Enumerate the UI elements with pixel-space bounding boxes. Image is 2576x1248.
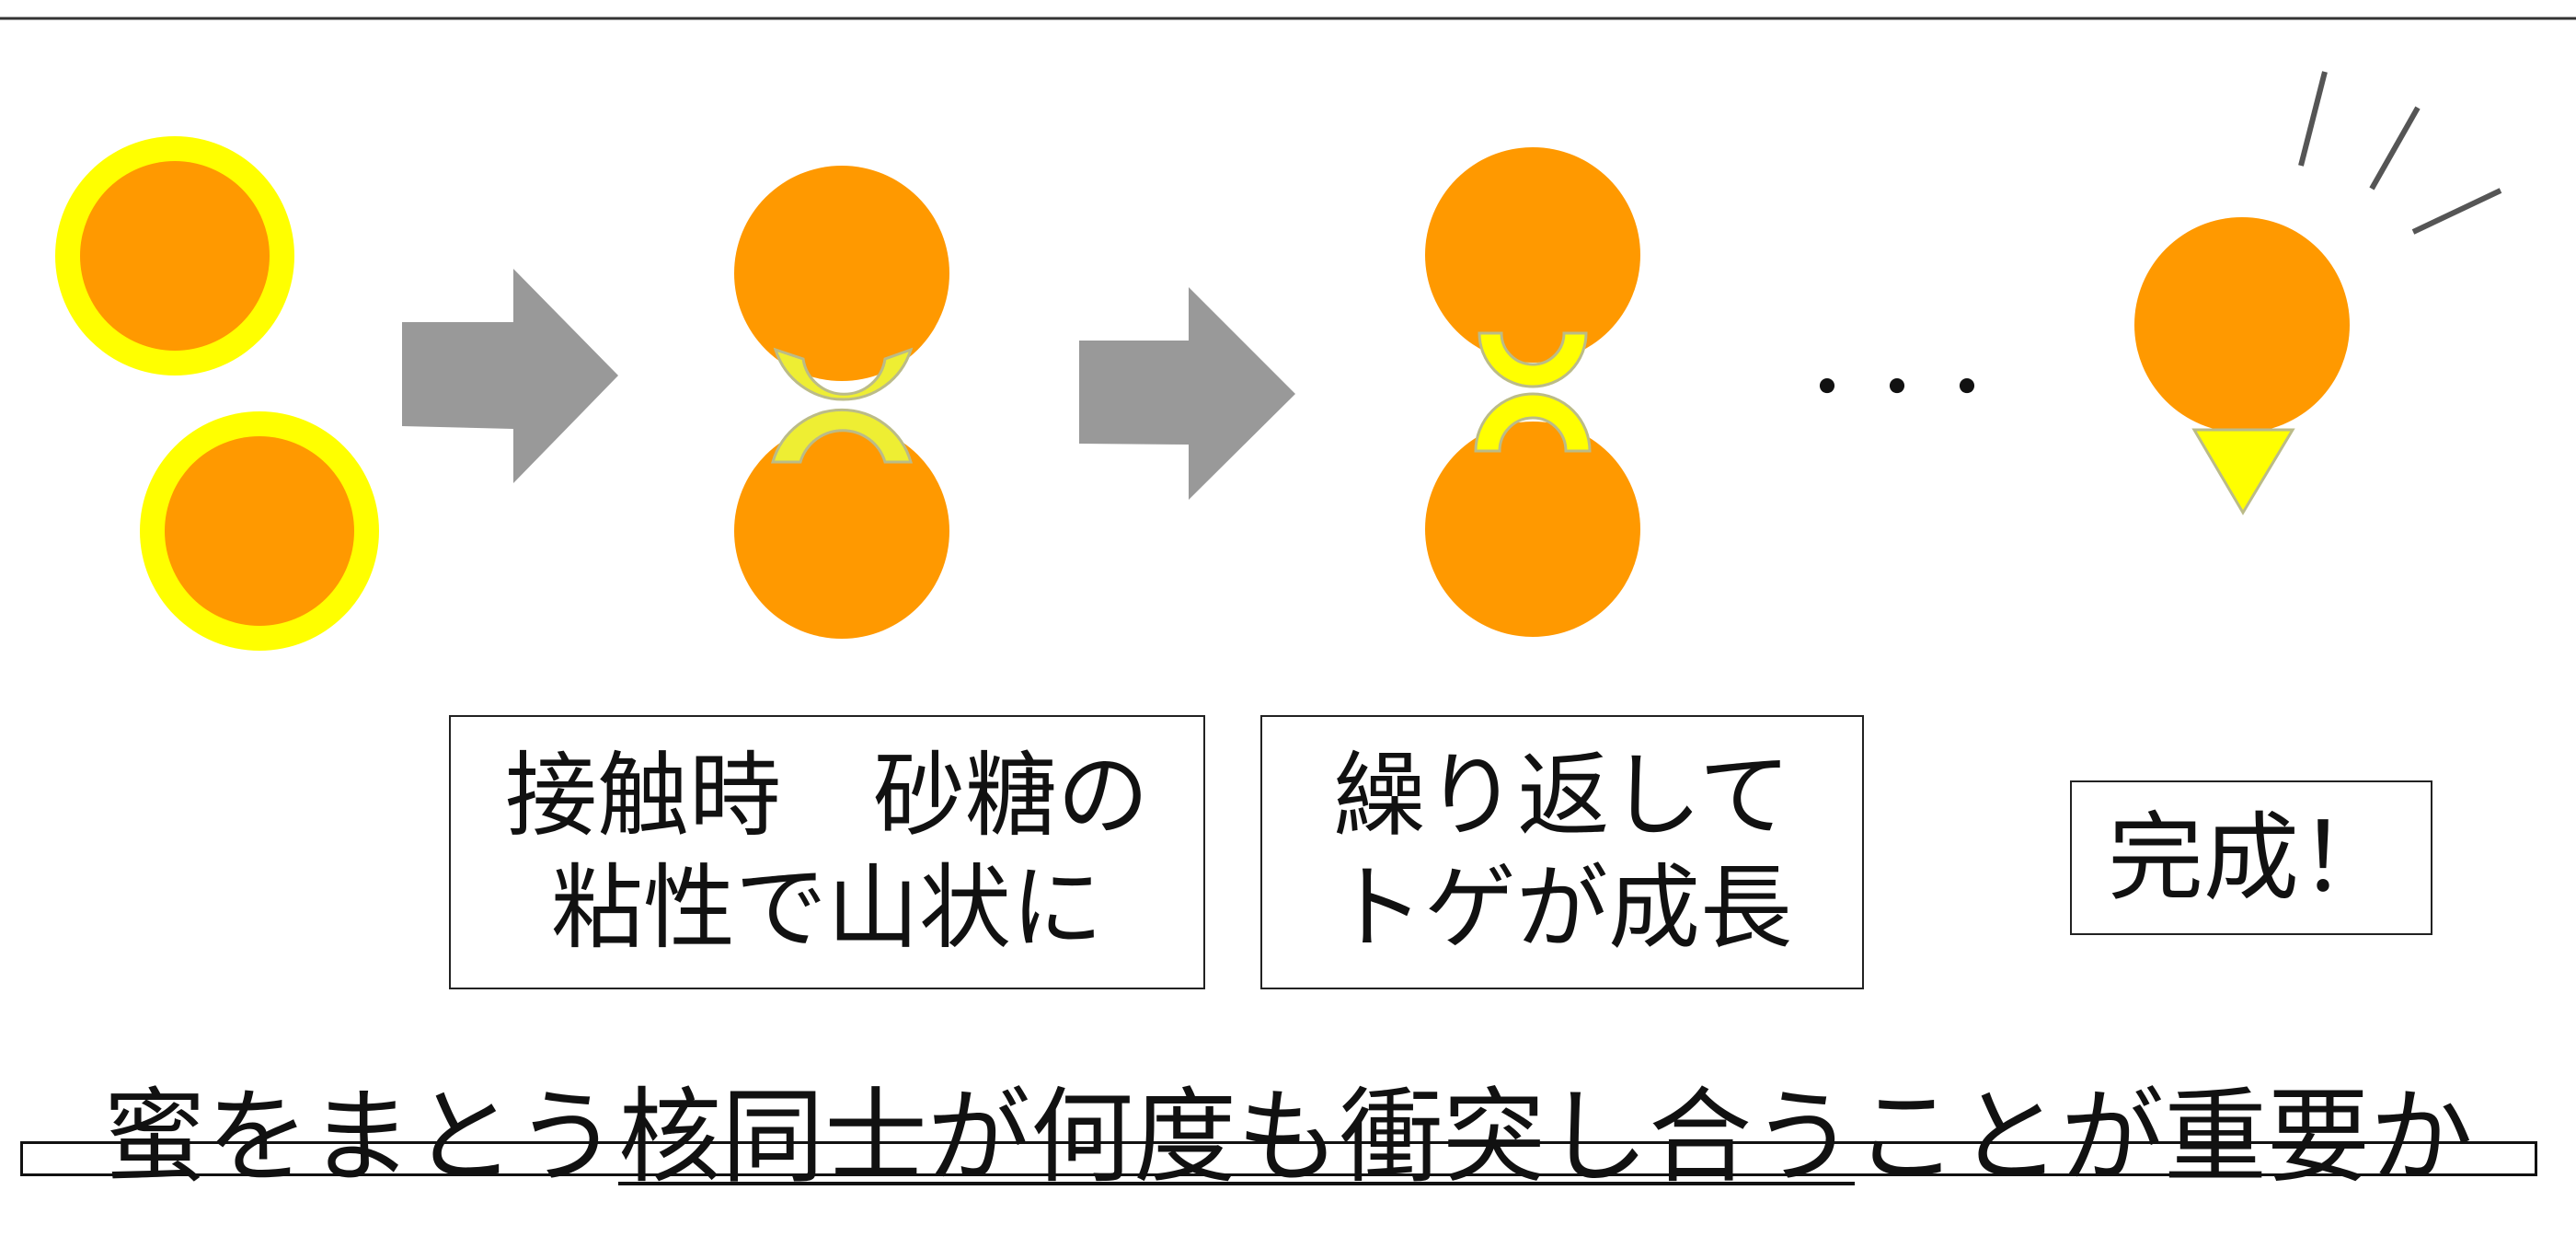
shine-ray-2 bbox=[2369, 106, 2421, 191]
core-top bbox=[734, 166, 949, 381]
caption-done-label: 完成！ bbox=[2107, 801, 2395, 914]
sugar-peak-upper bbox=[773, 347, 914, 401]
conclusion-after: ことが重要か bbox=[1855, 1078, 2473, 1197]
ellipsis: ・・・ bbox=[1792, 347, 2002, 429]
caption-done: 完成！ bbox=[2070, 780, 2432, 935]
caption-contact: 接触時 砂糖の 粘性で山状に bbox=[449, 715, 1205, 989]
stage-repeat bbox=[1425, 147, 1640, 637]
core-final bbox=[2134, 217, 2350, 433]
caption-repeat-line2: トゲが成長 bbox=[1332, 854, 1792, 962]
core-bottom-2 bbox=[1425, 422, 1640, 637]
core-lower bbox=[165, 436, 354, 626]
conclusion-text: 蜜をまとう核同士が何度も衝突し合うことが重要か bbox=[0, 1079, 2576, 1197]
sugar-peak-lower bbox=[771, 408, 913, 464]
stage-coated-cores bbox=[55, 136, 379, 651]
conclusion-frame bbox=[20, 1141, 2537, 1176]
stage-contact bbox=[734, 166, 949, 639]
spike-final bbox=[2191, 428, 2295, 515]
shine-ray-1 bbox=[2298, 71, 2328, 167]
arrow-1 bbox=[402, 269, 618, 483]
caption-repeat-line1: 繰り返して bbox=[1333, 742, 1791, 849]
spike-lower bbox=[1474, 392, 1592, 453]
arrow-2 bbox=[1079, 287, 1295, 500]
stage-complete bbox=[2134, 71, 2502, 515]
conclusion-emphasis: 核同士が何度も衝突し合う bbox=[618, 1078, 1855, 1197]
caption-contact-line2: 粘性で山状に bbox=[551, 854, 1103, 962]
shine-ray-3 bbox=[2411, 188, 2502, 235]
conclusion-before: 蜜をまとう bbox=[103, 1078, 618, 1197]
caption-repeat: 繰り返して トゲが成長 bbox=[1260, 715, 1864, 989]
spike-upper bbox=[1478, 331, 1588, 388]
core-upper bbox=[80, 161, 270, 351]
core-bottom bbox=[734, 423, 949, 639]
caption-contact-line1: 接触時 砂糖の bbox=[505, 742, 1149, 849]
core-top-2 bbox=[1425, 147, 1640, 363]
